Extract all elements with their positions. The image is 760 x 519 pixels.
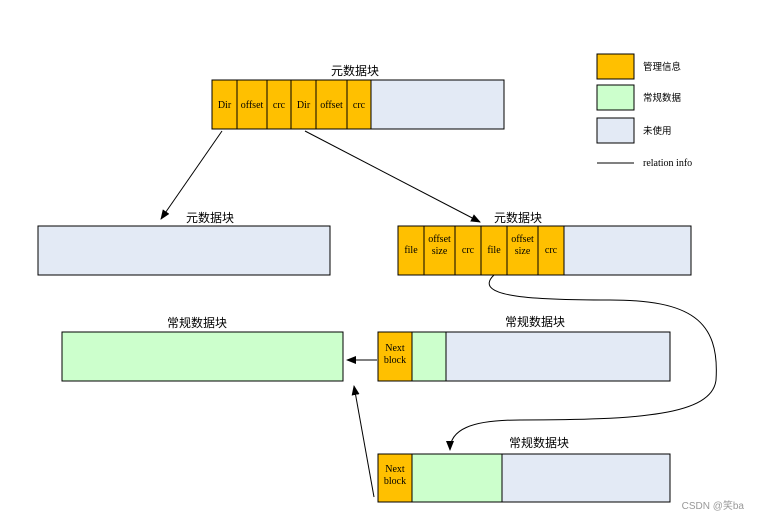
cell-dir-1-label: Dir: [218, 100, 232, 111]
regular-block-mid-next-label-box: Next block: [383, 343, 407, 366]
meta-block-left-title: 元数据块: [186, 210, 234, 225]
cell-dir-2-label: Dir: [297, 100, 311, 111]
regular-block-mid-data-area: [411, 331, 447, 382]
cell-file-1-label: file: [404, 245, 418, 256]
cell-file-1: [397, 225, 425, 276]
meta-block-right: 元数据块 file offset size crc file offset si…: [397, 210, 692, 276]
regular-block-bottom: 常规数据块 Next block: [377, 435, 671, 503]
regular-block-bottom-next-label-box: Next block: [383, 464, 407, 487]
cell-crc-2: [537, 225, 565, 276]
meta-block-left: 元数据块: [37, 210, 331, 276]
cell-crc-2-label: crc: [545, 245, 558, 256]
cell-offset-size-1-label-box: offset size: [428, 234, 451, 257]
regular-block-mid-title: 常规数据块: [505, 314, 565, 329]
regular-block-left-data-area: [61, 331, 344, 382]
meta-block-top-cells: Dir offset crc Dir offset crc: [211, 79, 372, 130]
cell-offset-size-2-label-box: offset size: [511, 234, 534, 257]
arrow-top-to-meta-right: [304, 130, 481, 223]
regular-block-left: 常规数据块: [61, 315, 344, 382]
arrow-regular-bottom-to-regular-left: [351, 385, 375, 498]
cell-crc-2: [346, 79, 372, 130]
arrow-top-to-meta-left: [160, 130, 223, 220]
cell-offset-2: [315, 79, 348, 130]
meta-block-left-unused-area: [37, 225, 331, 276]
legend-label-unused: 未使用: [643, 125, 672, 137]
cell-offset-2-label: offset: [320, 100, 343, 111]
regular-block-mid-next-cell: [377, 331, 413, 382]
legend-swatch-mgmt: [596, 53, 635, 80]
regular-block-bottom-data-area: [411, 453, 503, 503]
arrow-meta-right-to-regular-bottom: [446, 274, 717, 451]
watermark-text: CSDN @笑ba: [682, 499, 745, 512]
cell-crc-1: [454, 225, 482, 276]
legend-swatch-regular: [596, 84, 635, 111]
cell-offset-size-1-label: offset size: [428, 234, 451, 257]
cell-offset-1: [236, 79, 268, 130]
regular-block-left-title: 常规数据块: [167, 315, 227, 330]
cell-offset-size-2: [506, 225, 539, 276]
legend-label-mgmt: 管理信息: [643, 61, 681, 73]
meta-block-right-title: 元数据块: [494, 210, 542, 225]
cell-crc-2-label: crc: [353, 100, 366, 111]
cell-offset-size-1: [423, 225, 456, 276]
legend-swatch-unused: [596, 117, 635, 144]
meta-block-top: 元数据块 Dir offset crc Dir offset crc: [211, 63, 505, 130]
cell-crc-1-label: crc: [273, 100, 286, 111]
cell-offset-size-2-label: offset size: [511, 234, 534, 257]
legend: 管理信息 常规数据 未使用 relation info: [596, 53, 692, 169]
cell-offset-1-label: offset: [241, 100, 264, 111]
cell-dir-2: [290, 79, 317, 130]
legend-label-relation: relation info: [643, 158, 692, 169]
meta-block-top-title: 元数据块: [331, 63, 379, 78]
regular-block-mid-next-label: Next block: [383, 343, 407, 366]
cell-dir-1: [211, 79, 238, 130]
regular-block-bottom-next-label: Next block: [383, 464, 407, 487]
regular-block-mid: 常规数据块 Next block: [377, 314, 671, 382]
legend-label-regular: 常规数据: [643, 92, 682, 104]
regular-block-bottom-title: 常规数据块: [509, 435, 569, 450]
cell-file-2-label: file: [487, 245, 501, 256]
cell-crc-1-label: crc: [462, 245, 475, 256]
regular-block-bottom-next-cell: [377, 453, 413, 503]
